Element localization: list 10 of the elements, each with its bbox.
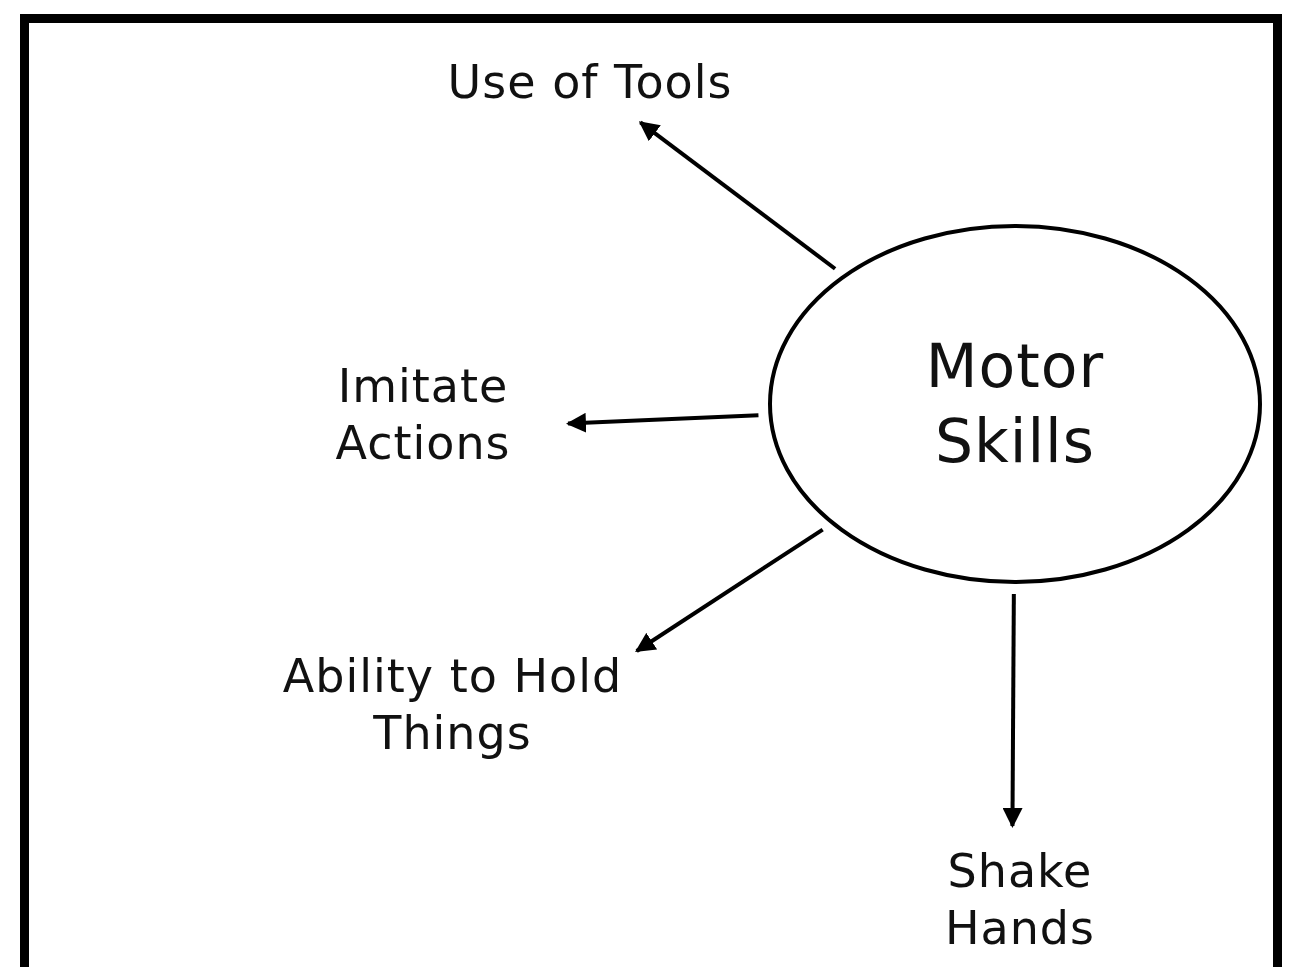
node-label: Imitate Actions [334, 357, 512, 472]
node-label: Motor Skills [924, 330, 1106, 478]
arrow [566, 412, 759, 433]
arrow [638, 120, 837, 271]
node-label: Ability to Hold Things [281, 647, 624, 762]
node-label: Shake Hands [943, 842, 1097, 957]
arrow [1002, 594, 1023, 828]
node-label: Use of Tools [447, 54, 733, 112]
arrow [635, 527, 824, 653]
circle-node [768, 224, 1262, 584]
